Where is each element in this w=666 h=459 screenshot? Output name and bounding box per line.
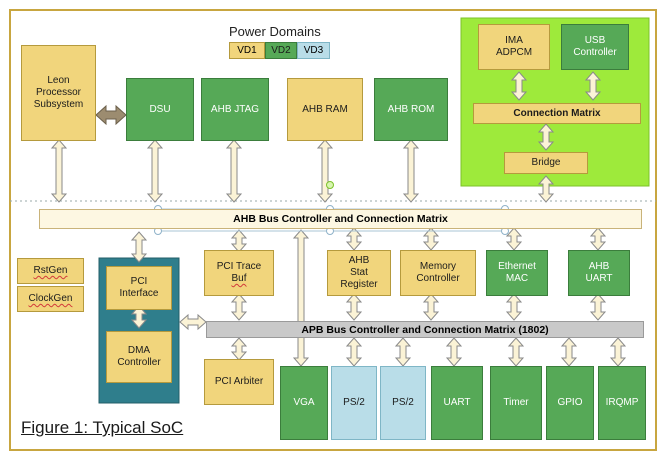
ps2-block-b: PS/2 [380, 366, 426, 440]
arrow-apb-ps2a [345, 337, 363, 367]
connection-arrows [50, 71, 627, 367]
bridge-block: Bridge [504, 152, 588, 174]
pci-trace-buf-block: PCI Trace Buf [204, 250, 274, 296]
arrow-ahb-eth [505, 227, 523, 251]
rstgen-block: RstGen [17, 258, 84, 284]
arrow-leon-ahb [50, 139, 68, 203]
arrow-matrix-bridge [537, 123, 555, 151]
vga-block: VGA [280, 366, 328, 440]
arrow-apb-uart [445, 337, 463, 367]
arrow-mem-apb [422, 293, 440, 321]
arrow-bridge-ahb [537, 175, 555, 203]
ahb-rom-block: AHB ROM [374, 78, 448, 141]
usb-controller-block: USB Controller [561, 24, 629, 70]
arrow-apb-irqmp [609, 337, 627, 367]
arrow-ahb-apb [292, 229, 310, 367]
arrow-ima-matrix [510, 71, 528, 101]
figure-caption: Figure 1: Typical SoC [21, 418, 184, 437]
arrow-usb-matrix [584, 71, 602, 101]
arrow-eth-apb [505, 293, 523, 321]
connection-matrix-block: Connection Matrix [473, 103, 641, 124]
pci-trace-buf-line1: PCI Trace [216, 261, 262, 272]
ima-adpcm-block: IMA ADPCM [478, 24, 550, 70]
ethernet-mac-block: Ethernet MAC [486, 250, 548, 296]
arrow-dsu-ahb [146, 139, 164, 203]
ahb-jtag-block: AHB JTAG [201, 78, 269, 141]
arrow-ahbuart-apb [589, 293, 607, 321]
arrow-apb-arbiter [230, 337, 248, 361]
leon-processor-subsystem: Leon Processor Subsystem [21, 45, 96, 141]
arrow-jtag-ahb [225, 139, 243, 203]
clockgen-block: ClockGen [17, 286, 84, 312]
arrow-apb-timer [507, 337, 525, 367]
arrow-apb-gpio [560, 337, 578, 367]
arrow-ahb-ahbuart [589, 227, 607, 251]
gpio-block: GPIO [546, 366, 594, 440]
pci-trace-buf-line2: Buf [231, 273, 247, 284]
ahb-ram-block: AHB RAM [287, 78, 363, 141]
arrow-ahb-stat [345, 227, 363, 251]
arrow-ahb-trace [230, 229, 248, 253]
ahb-stat-register-block: AHB Stat Register [327, 250, 391, 296]
arrow-ram-ahb [316, 139, 334, 203]
power-domains-title: Power Domains [229, 24, 321, 39]
arrow-apb-ps2b [394, 337, 412, 367]
arrow-pci-dma [130, 305, 148, 329]
legend-vd2: VD2 [265, 42, 297, 59]
pci-interface-block: PCI Interface [106, 266, 172, 310]
ahb-uart-block: AHB UART [568, 250, 630, 296]
legend-vd3: VD3 [297, 42, 330, 59]
arrow-stat-apb [345, 293, 363, 321]
timer-block: Timer [490, 366, 542, 440]
pci-arbiter-block: PCI Arbiter [204, 359, 274, 405]
irqmp-block: IRQMP [598, 366, 646, 440]
arrow-trace-apb [230, 293, 248, 321]
uart-block: UART [431, 366, 483, 440]
ahb-bus: AHB Bus Controller and Connection Matrix [39, 209, 642, 229]
dsu-block: DSU [126, 78, 194, 141]
arrow-ahb-pci [130, 231, 148, 263]
apb-bus: APB Bus Controller and Connection Matrix… [206, 321, 644, 338]
arrow-rom-ahb [402, 139, 420, 203]
memory-controller-block: Memory Controller [400, 250, 476, 296]
dma-controller-block: DMA Controller [106, 331, 172, 383]
legend-vd1: VD1 [229, 42, 265, 59]
arrow-ahb-mem [422, 227, 440, 251]
ps2-block-a: PS/2 [331, 366, 377, 440]
